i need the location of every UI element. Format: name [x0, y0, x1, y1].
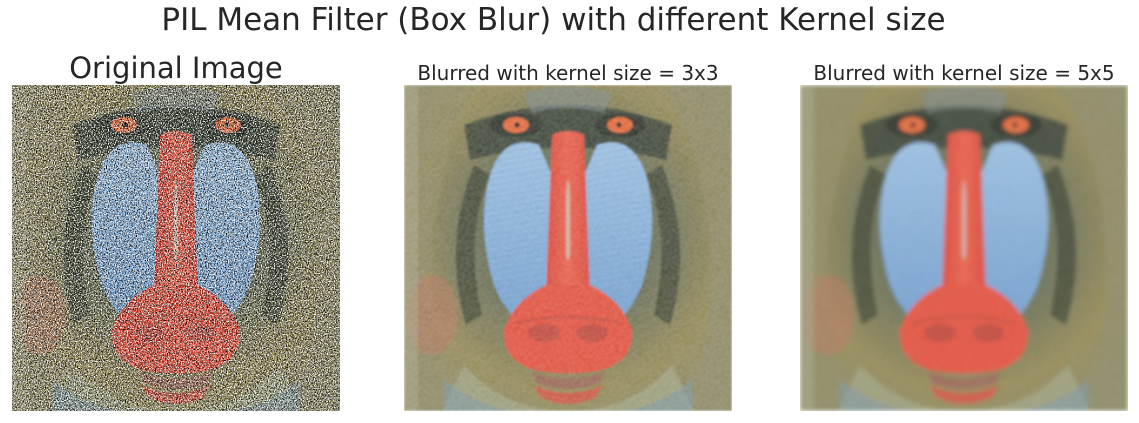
blurred-image-5x5 — [800, 85, 1128, 411]
panel-title-blur-3x3: Blurred with kernel size = 3x3 — [417, 61, 719, 85]
panel-blur-3x3: Blurred with kernel size = 3x3 — [398, 40, 738, 415]
panel-title-blur-5x5: Blurred with kernel size = 5x5 — [813, 61, 1115, 85]
baboon-noisy-photo — [12, 85, 340, 411]
panel-title-original: Original Image — [69, 51, 283, 85]
panel-original: Original Image — [6, 40, 346, 415]
figure-title: PIL Mean Filter (Box Blur) with differen… — [161, 2, 946, 38]
baboon-blur-3x3-photo — [404, 85, 732, 411]
blurred-image-3x3 — [404, 85, 732, 411]
panel-blur-5x5: Blurred with kernel size = 5x5 — [794, 40, 1134, 415]
original-image — [12, 85, 340, 411]
baboon-blur-5x5-photo — [800, 85, 1128, 411]
